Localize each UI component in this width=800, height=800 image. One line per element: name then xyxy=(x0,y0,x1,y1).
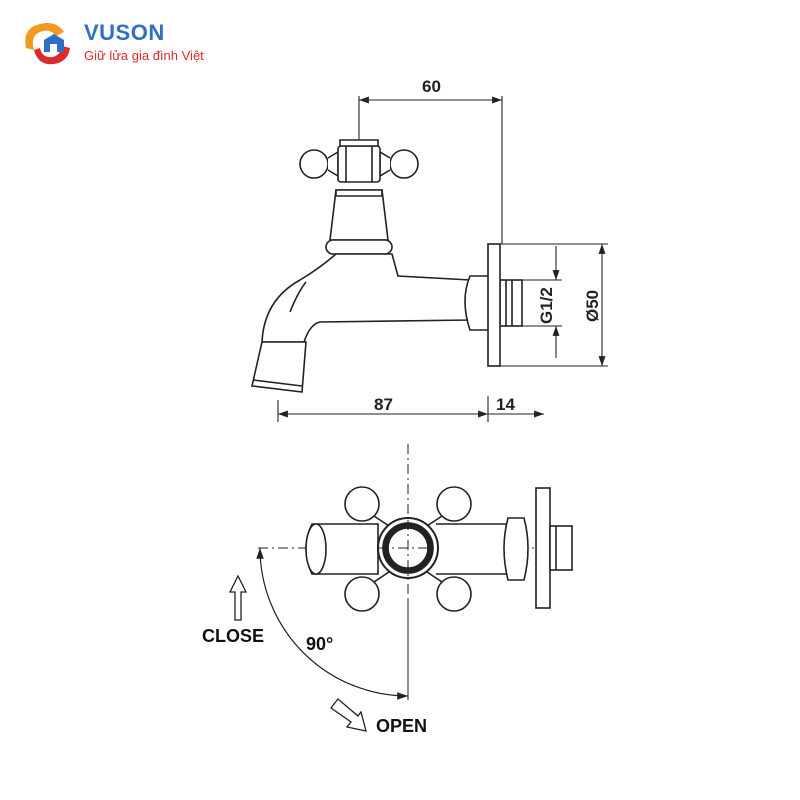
dimension-60 xyxy=(358,96,503,244)
bonnet xyxy=(329,189,389,241)
thread-stub xyxy=(499,279,523,327)
close-arrow-icon xyxy=(228,574,248,621)
dimension-thread xyxy=(522,246,562,358)
bonnet-ring xyxy=(325,239,393,255)
connector-nut xyxy=(464,275,491,331)
angle-label: 90° xyxy=(306,634,333,654)
spout-nozzle xyxy=(251,341,307,393)
brand-slogan: Giữ lửa gia đình Việt xyxy=(84,48,204,63)
house-flame-icon xyxy=(25,23,70,65)
dimension-thread-label: G1/2 xyxy=(537,287,556,324)
wall-flange xyxy=(487,243,501,367)
dimension-87-label: 87 xyxy=(374,395,393,414)
dimension-flange-dia-label: Ø50 xyxy=(583,290,602,322)
close-label: CLOSE xyxy=(202,626,264,646)
brand-logo: VUSON Giữ lửa gia đình Việt xyxy=(16,14,246,74)
dimension-60-label: 60 xyxy=(422,77,441,96)
dimension-14-label: 14 xyxy=(496,395,515,414)
brand-name: VUSON xyxy=(84,20,165,45)
handle-knob-right xyxy=(389,149,419,179)
handle-hub xyxy=(337,145,381,183)
dimension-87-14 xyxy=(277,396,544,422)
faucet-body xyxy=(261,253,471,343)
open-label: OPEN xyxy=(376,716,427,736)
top-thread xyxy=(549,525,573,571)
rotation-arc xyxy=(256,547,409,700)
open-arrow-icon xyxy=(330,698,367,732)
top-view xyxy=(258,444,573,700)
dimension-flange-dia xyxy=(500,243,608,367)
handle-knob-left xyxy=(299,149,329,179)
side-view xyxy=(251,139,523,393)
top-flange xyxy=(535,487,551,609)
